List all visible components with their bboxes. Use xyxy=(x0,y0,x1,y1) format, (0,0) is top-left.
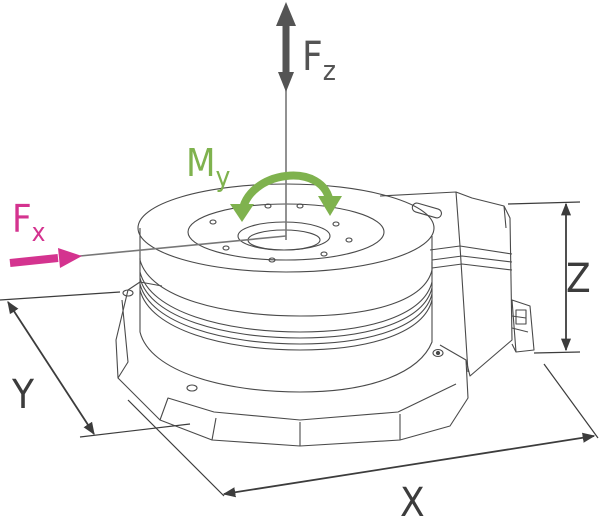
flange-hole xyxy=(186,384,198,392)
dim-z-label: Z xyxy=(566,256,591,302)
top-disk xyxy=(139,228,433,317)
dim-y-label: Y xyxy=(11,372,35,418)
dimensions xyxy=(0,201,599,498)
fz-arrow xyxy=(276,2,296,240)
dim-x-label: X xyxy=(400,480,425,520)
fx-label: Fx xyxy=(12,197,46,248)
fx-subscript: x xyxy=(32,218,46,248)
flange-hole xyxy=(432,348,444,358)
connector-housing xyxy=(379,191,513,377)
fz-subscript: z xyxy=(323,54,336,87)
my-arrow xyxy=(230,171,342,222)
housing xyxy=(139,258,433,393)
connector-slot xyxy=(411,202,443,219)
my-subscript: y xyxy=(216,160,231,193)
fz-label: Fz xyxy=(302,34,336,87)
sensor-body xyxy=(115,183,535,447)
my-label: My xyxy=(186,141,231,193)
fx-arrow xyxy=(9,235,287,268)
dim-y-line xyxy=(7,300,95,436)
cable-connector xyxy=(511,299,535,353)
flange-hole xyxy=(122,289,134,297)
dim-x-line xyxy=(222,432,596,498)
